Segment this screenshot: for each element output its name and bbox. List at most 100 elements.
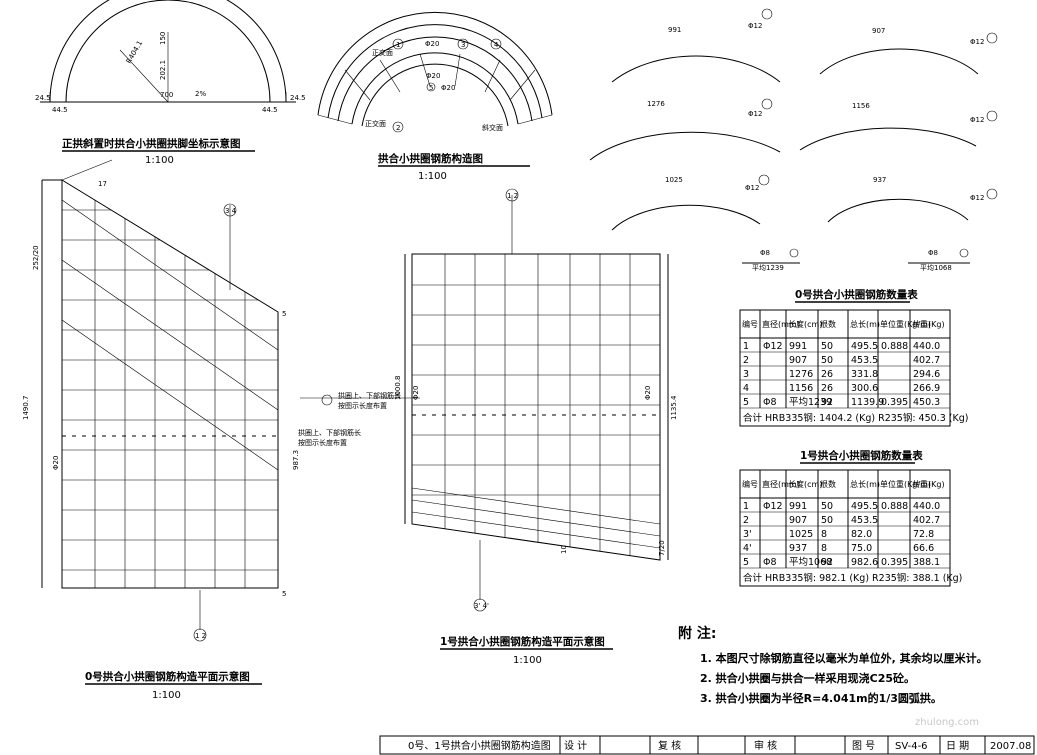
fig3-n2: 5 (282, 590, 286, 598)
table-cell: 92 (821, 397, 833, 408)
table-header-cell: 编号 (742, 319, 758, 329)
fig1-slope: 2% (195, 90, 206, 98)
title-block: 0号、1号拱合小拱圈钢筋构造图 设 计 复 核 审 核 图 号 SV-4-6 日… (379, 735, 1035, 755)
mid-note-4: 按图示长度布置 (298, 438, 347, 447)
fig1-dim-right: 44.5 (262, 106, 278, 114)
table-cell: 8 (821, 529, 827, 540)
table-cell: 300.6 (851, 383, 878, 394)
bar-5-spec: Φ12 (745, 184, 759, 192)
table-header-cell: 根数 (820, 319, 836, 329)
table-header-cell: 长度(cm) (788, 479, 822, 489)
fig1-arch-coordinate: 24.5 44.5 700 202.1 R404.1 150 2% 44.5 2… (35, 0, 306, 166)
fig2-side2: 正交面 (365, 119, 386, 128)
table-header-cell: 单位重(Kg/m) (880, 319, 931, 329)
fig4-mark-34: 3' 4' (474, 602, 489, 610)
table-header-cell: 编号 (742, 479, 758, 489)
bar-2-spec: Φ12 (970, 38, 984, 46)
table-cell: 0.395 (881, 557, 908, 568)
table-cell: 26 (821, 383, 833, 394)
table1-title: 1号拱合小拱圈钢筋数量表 (800, 449, 923, 462)
table-cell: 66.6 (913, 543, 934, 554)
fig3-mark-12: 1 2 (195, 632, 206, 640)
note-3: 3. 拱合小拱圈为半径R=4.041m的1/3圆弧拱。 (700, 691, 942, 705)
fig4-phi: Φ20 (644, 386, 652, 400)
tb-review-label: 复 核 (658, 739, 681, 752)
fig3-dim-height: 1490.7 (22, 396, 30, 421)
table-cell: 4' (743, 543, 752, 554)
mid-note-2: 按图示长度布置 (338, 401, 387, 410)
fig2-mark-4: 4 (494, 41, 499, 49)
fig2-phi-a: Φ20 (425, 40, 439, 48)
tb-date: 2007.08 (990, 741, 1031, 752)
bar-1-spec: Φ12 (748, 22, 762, 30)
tb-number: SV-4-6 (895, 741, 928, 752)
table-cell: 50 (821, 341, 833, 352)
fig1-scale: 1:100 (145, 155, 174, 166)
table-cell: 3 (743, 369, 749, 380)
fig4-plan-1: 1135.4 Φ20 1000.8 Φ20 7/20 10 1 2 3' 4' … (394, 188, 678, 666)
watermark: zhulong.com (915, 717, 979, 728)
fig3-mark-34: 3 4 (225, 207, 237, 215)
fig2-mark-2: 2 (396, 124, 400, 132)
bar-5-len: 1025 (665, 176, 683, 184)
fig3-diagonal-bar (61, 319, 279, 471)
table-cell: 450.3 (913, 397, 940, 408)
fig3-phi: Φ20 (52, 456, 60, 470)
table-0: 0号拱合小拱圈钢筋数量表 编号直径(mm)长度(cm)根数总长(m)单位重(Kg… (739, 288, 968, 427)
fig4-skew-bar (411, 511, 661, 549)
bar-3-spec: Φ12 (748, 110, 762, 118)
bar-6-spec: Φ12 (970, 194, 984, 202)
table-cell: 937 (789, 543, 807, 554)
bar-1-len: 991 (668, 26, 681, 34)
table-cell: 50 (821, 355, 833, 366)
bar-7-spec: Φ8 (760, 249, 770, 257)
table-cell: Φ12 (763, 501, 783, 512)
table-cell: 2 (743, 355, 749, 366)
fig2-arch-rebar: 正交面 1 Φ20 3 4 Φ20 5 Φ20 正交面 2 斜交面 拱合小拱圈钢… (317, 11, 553, 182)
table-cell: 3' (743, 529, 752, 540)
fig2-title: 拱合小拱圈钢筋构造图 (378, 152, 483, 165)
fig2-mark-1: 1 (396, 41, 400, 49)
bar-8-spec: Φ8 (928, 249, 938, 257)
fig2-phi-b: Φ20 (426, 72, 440, 80)
table-header-cell: 直径(mm) (762, 319, 800, 329)
fig4-dim-inner: 1000.8 (394, 376, 402, 401)
mid-note: 拱圈上、下部钢筋长 按图示长度布置 拱圈上、下部钢筋长 按图示长度布置 (298, 391, 420, 447)
note-2: 2. 拱合小拱圈与拱合一样采用现浇C25砼。 (700, 671, 915, 685)
table-cell: 82.0 (851, 529, 872, 540)
note-1: 1. 本图尺寸除钢筋直径以毫米为单位外, 其余均以厘米计。 (700, 651, 988, 665)
table-cell: 982.6 (851, 557, 878, 568)
table0-title: 0号拱合小拱圈钢筋数量表 (795, 288, 918, 301)
table-cell: 402.7 (913, 515, 940, 526)
table-cell: 331.8 (851, 369, 878, 380)
table-cell: 1276 (789, 369, 813, 380)
fig2-scale: 1:100 (418, 171, 447, 182)
fig1-dim-width: 700 (160, 91, 173, 99)
fig1-title: 正拱斜置时拱合小拱圈拱脚坐标示意图 (62, 137, 241, 150)
table-cell: 75.0 (851, 543, 872, 554)
mid-note-1: 拱圈上、下部钢筋长 (338, 391, 401, 400)
bar-4-spec: Φ12 (970, 116, 984, 124)
fig3-plan-0: 17 1490.7 252/20 Φ20 987.3 5 5 3 4 1 2 0… (22, 159, 300, 701)
table-cell: 907 (789, 515, 807, 526)
table-1: 1号拱合小拱圈钢筋数量表 编号直径(mm)长度(cm)根数总长(m)单位重(Kg… (739, 449, 962, 587)
table-cell: 平均1068 (789, 556, 832, 568)
mid-note-3: 拱圈上、下部钢筋长 (298, 428, 361, 437)
fig3-title: 0号拱合小拱圈钢筋构造平面示意图 (85, 670, 250, 683)
table-cell: 5 (743, 397, 749, 408)
table-header-cell: 长度(cm) (788, 319, 822, 329)
table-total: 合计 HRB335钢: 982.1 (Kg) R235钢: 388.1 (Kg) (743, 572, 962, 584)
fig1-dim-span: 150 (159, 32, 167, 45)
table-cell: 92 (821, 557, 833, 568)
fig3-n1: 5 (282, 310, 286, 318)
table-header-cell: 单位重(Kg/m) (880, 479, 931, 489)
tb-approve-label: 审 核 (754, 739, 777, 752)
fig3-dim-top: 252/20 (32, 245, 40, 270)
fig3-diagonal-bar (61, 259, 279, 411)
tb-drawing-name: 0号、1号拱合小拱圈钢筋构造图 (408, 739, 551, 752)
table-cell: 4 (743, 383, 749, 394)
table-total: 合计 HRB335钢: 1404.2 (Kg) R235钢: 450.3 (Kg… (743, 412, 968, 424)
fig4-title: 1号拱合小拱圈钢筋构造平面示意图 (440, 635, 605, 648)
fig2-mark-3: 3 (461, 41, 465, 49)
table-cell: Φ8 (763, 557, 777, 568)
